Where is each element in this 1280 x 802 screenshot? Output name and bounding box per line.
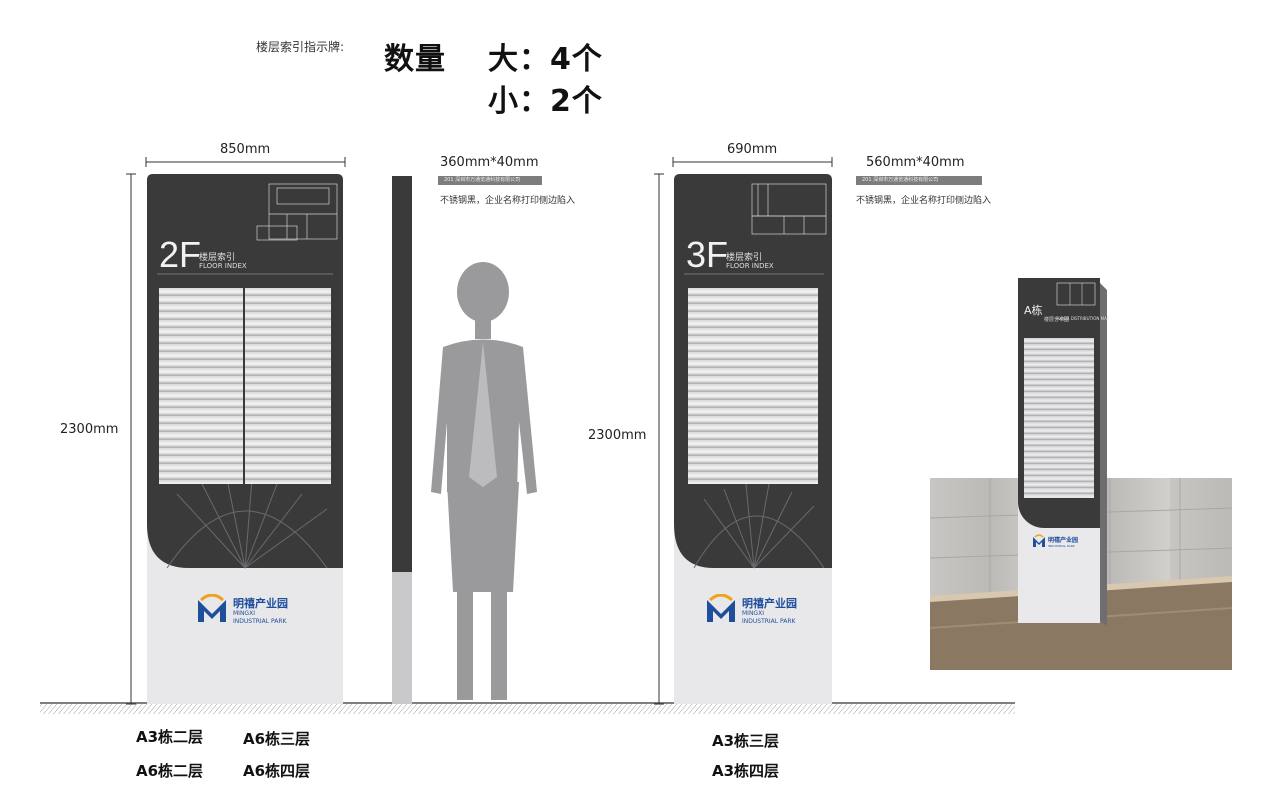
plate-size-small: 560mm*40mm bbox=[866, 155, 965, 170]
floor-number-large: 2F bbox=[159, 234, 202, 275]
render-floor-plan bbox=[1056, 282, 1096, 306]
logo-icon bbox=[198, 594, 226, 622]
small-quantity: 小：2个 bbox=[488, 84, 603, 119]
render-sign-en: FLOOR DISTRIBUTION MAP bbox=[1056, 316, 1110, 321]
render-sign-title: 楼层分布图 bbox=[1044, 317, 1070, 323]
floor-title-en-large: FLOOR INDEX bbox=[199, 262, 247, 270]
large-sign: 2F 楼层索引 FLOOR INDEX 明禧产业园 MINGXI INDUSTR… bbox=[147, 174, 343, 704]
logo-text-en2-large: INDUSTRIAL PARK bbox=[233, 618, 287, 625]
location-4: A6栋四层 bbox=[243, 762, 311, 780]
large-quantity: 大：4个 bbox=[488, 42, 603, 77]
page-subtitle: 楼层索引指示牌: bbox=[256, 40, 345, 54]
width-label-large: 850mm bbox=[220, 142, 271, 157]
logo-icon bbox=[707, 594, 735, 622]
directory-panel-left bbox=[159, 288, 243, 484]
render-logo-cn: 明禧产业园 bbox=[1048, 537, 1079, 544]
render-sign: A栋 楼层分布图 FLOOR DISTRIBUTION MAP 明禧产业园 IN… bbox=[1018, 278, 1109, 623]
floor-number-small: 3F bbox=[686, 234, 729, 275]
directory-panel bbox=[688, 288, 818, 484]
location-2: A6栋三层 bbox=[243, 730, 311, 748]
height-dimension-small bbox=[654, 173, 664, 705]
plate-sample-large: 201 深圳市万通览通科技有限公司 bbox=[438, 176, 542, 185]
location-3: A6栋二层 bbox=[136, 762, 204, 780]
location-1: A3栋二层 bbox=[136, 728, 204, 746]
side-profile-base bbox=[392, 572, 412, 704]
plate-size-large: 360mm*40mm bbox=[440, 155, 539, 170]
floor-title-en-small: FLOOR INDEX bbox=[726, 262, 774, 270]
plate-sample-small: 201 深圳市万通览通科技有限公司 bbox=[856, 176, 982, 185]
logo-text-en1-small: MINGXI bbox=[742, 610, 764, 617]
logo-text-cn-large: 明禧产业园 bbox=[233, 597, 288, 610]
material-note-small: 不锈钢黑，企业名称打印侧边陷入 bbox=[856, 196, 992, 206]
height-dimension-large bbox=[126, 173, 136, 705]
directory-panel-right bbox=[245, 288, 331, 484]
render-building-letter: A栋 bbox=[1024, 304, 1043, 317]
render-logo-en: INDUSTRIAL PARK bbox=[1048, 544, 1075, 548]
person-silhouette bbox=[431, 262, 537, 700]
width-dimension-small bbox=[672, 157, 833, 167]
quantity-label: 数量 bbox=[384, 42, 446, 77]
material-note-large: 不锈钢黑，企业名称打印侧边陷入 bbox=[440, 196, 576, 206]
height-label-large: 2300mm bbox=[60, 422, 119, 437]
width-label-small: 690mm bbox=[727, 142, 778, 157]
logo-icon bbox=[1033, 534, 1045, 547]
floor-title-cn-large: 楼层索引 bbox=[199, 253, 236, 263]
small-sign: 3F 楼层索引 FLOOR INDEX 明禧产业园 MINGXI INDUSTR… bbox=[674, 174, 832, 704]
render-directory-panel bbox=[1024, 338, 1094, 498]
floor-title-cn-small: 楼层索引 bbox=[726, 253, 763, 263]
height-label-small: 2300mm bbox=[588, 428, 647, 443]
location-6: A3栋四层 bbox=[712, 762, 780, 780]
side-profile-dark bbox=[392, 176, 412, 572]
logo-text-en1-large: MINGXI bbox=[233, 610, 255, 617]
render-sign-shadow bbox=[1099, 282, 1107, 626]
logo-text-cn-small: 明禧产业园 bbox=[742, 597, 797, 610]
location-5: A3栋三层 bbox=[712, 732, 780, 750]
width-dimension-large bbox=[145, 157, 346, 167]
logo-text-en2-small: INDUSTRIAL PARK bbox=[742, 618, 796, 625]
